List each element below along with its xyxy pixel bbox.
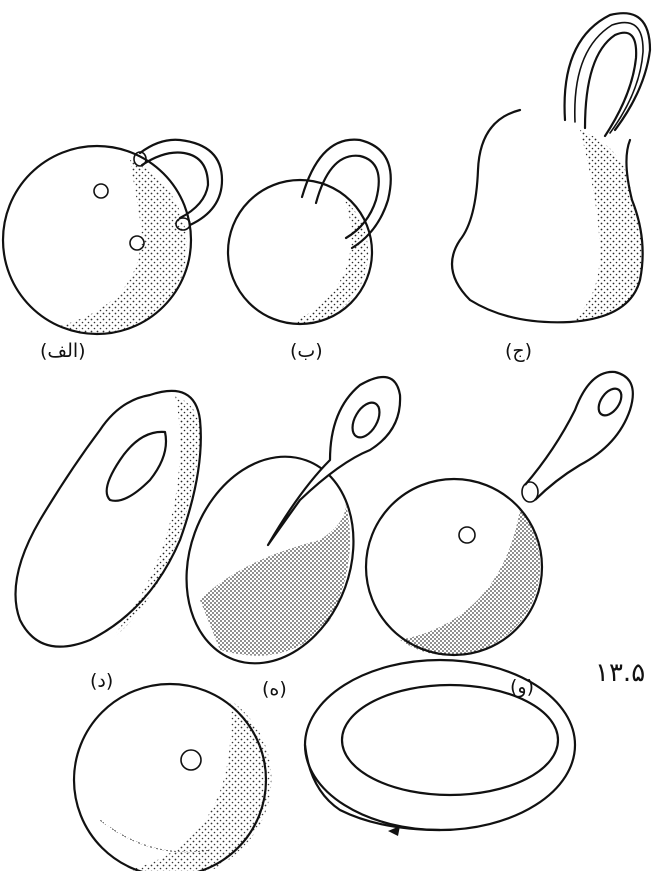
- diagram-b: [228, 140, 391, 325]
- label-a: (الف): [40, 340, 86, 362]
- label-b: (ب): [290, 340, 323, 362]
- figure-number: ۱۳.۵: [595, 658, 645, 688]
- diagram-d: [16, 391, 201, 647]
- label-c: (ج): [505, 340, 532, 362]
- diagram-a: [3, 140, 222, 334]
- label-f: (و): [510, 676, 534, 698]
- diagram-c: [452, 13, 650, 322]
- label-e: (ه): [262, 678, 287, 700]
- diagram-sphere-bottom: [74, 684, 271, 871]
- diagram-band: [305, 660, 575, 836]
- label-d: (د): [90, 670, 113, 692]
- diagram-f: [366, 372, 633, 656]
